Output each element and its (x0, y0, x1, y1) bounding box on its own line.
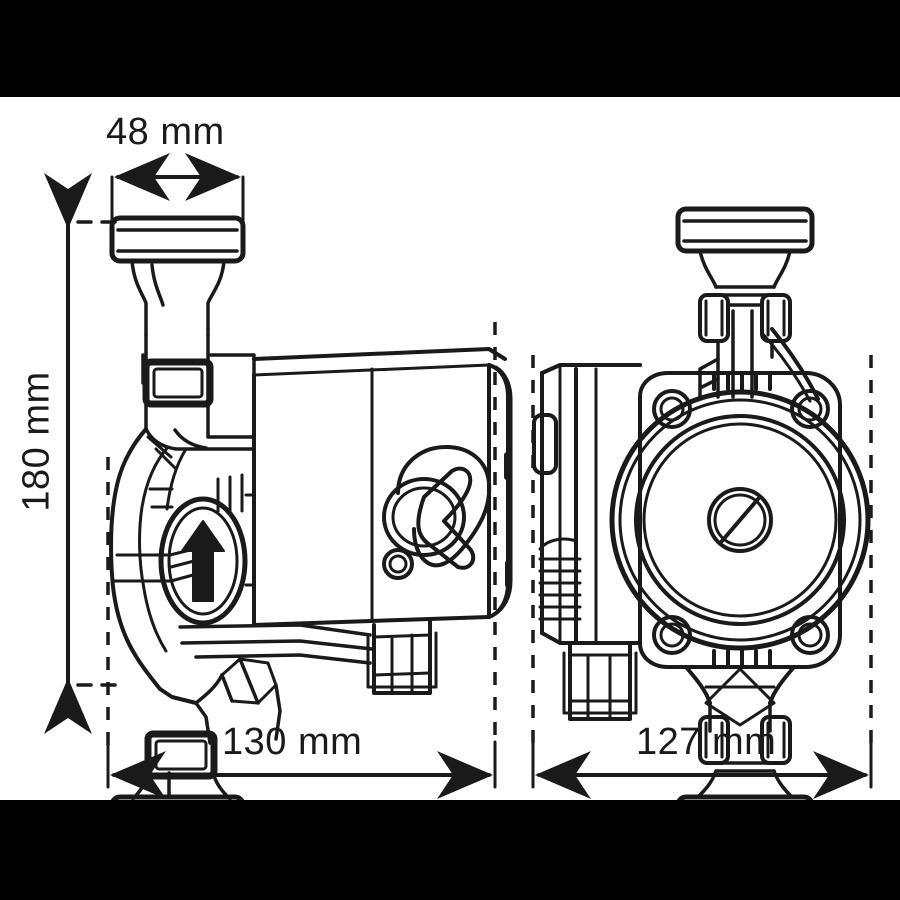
side-bottom-union-nut (144, 730, 218, 780)
dimension-180-ext (76, 220, 120, 687)
bottom-black-bar (0, 800, 900, 900)
dimension-label-48mm: 48 mm (106, 111, 225, 153)
side-selector-knob (382, 445, 492, 570)
side-upper-ribs (146, 435, 178, 509)
front-motor-housing (609, 371, 871, 669)
side-body-ribs (112, 547, 196, 583)
dimension-48mm (110, 153, 245, 234)
pump-drawing-svg (44, 153, 873, 800)
front-view-group (532, 206, 871, 800)
front-cable-gland (562, 641, 638, 721)
side-view-group (109, 215, 513, 800)
side-top-union-nut (141, 353, 214, 408)
side-upper-body (144, 333, 256, 451)
front-top-flange-bolts (698, 293, 792, 343)
side-status-indicator (382, 548, 414, 580)
front-bottom-flange-bolts (698, 715, 792, 765)
side-flow-arrow-indicator (158, 496, 248, 626)
flow-arrow-glyph (181, 520, 225, 602)
front-vent-screw (707, 487, 773, 553)
side-lower-body (194, 657, 282, 745)
front-terminal-box (532, 363, 642, 645)
drawing-canvas (0, 97, 900, 800)
side-top-neck (130, 259, 226, 337)
front-bottom-flange (676, 794, 814, 800)
front-bottom-neck (696, 761, 794, 799)
dimension-label-180mm: 180 mm (15, 371, 58, 512)
knob-pointer (416, 466, 476, 570)
dimension-127mm (531, 740, 873, 799)
top-black-bar (0, 0, 900, 97)
dimension-130-vert-ext (106, 322, 497, 745)
front-top-neck (698, 249, 792, 297)
front-upper-casting (698, 303, 820, 403)
dimension-label-127mm: 127 mm (636, 721, 777, 763)
side-outlet-shelf (178, 623, 374, 665)
dimension-label-130mm: 130 mm (222, 721, 363, 763)
side-pump-volute-body (109, 427, 198, 705)
side-box-vent-ticks (504, 452, 512, 588)
dimension-127-vert-ext (531, 355, 873, 745)
side-cable-gland (366, 617, 438, 695)
side-bottom-flange (110, 794, 245, 800)
side-terminal-box (244, 347, 513, 627)
front-housing-notch-ribs (712, 371, 772, 669)
front-top-flange (675, 206, 815, 254)
front-housing-bolts (652, 389, 830, 655)
side-body-inner-contour (138, 445, 188, 653)
side-top-flange (109, 215, 246, 264)
